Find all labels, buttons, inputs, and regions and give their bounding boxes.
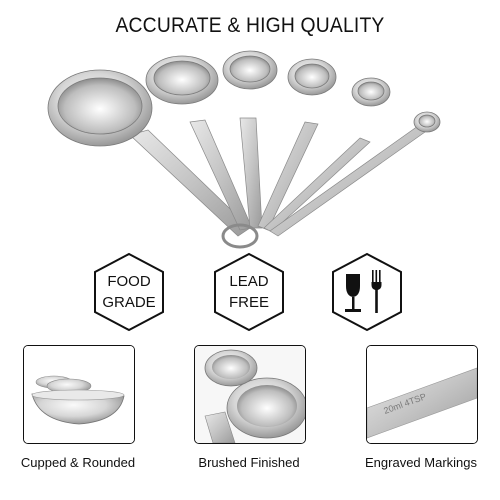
feature-photo-engraved: 20ml 4TSP	[366, 345, 478, 444]
spoon-handles	[129, 117, 426, 237]
badge-line: FREE	[228, 294, 269, 311]
badge-line: FOOD	[107, 273, 151, 290]
key-ring	[221, 223, 259, 249]
caption-engraved: Engraved Markings	[365, 455, 477, 470]
measuring-spoons-image	[47, 50, 441, 249]
badge-lead-free: LEAD FREE	[212, 252, 286, 332]
spoon-bowls	[47, 50, 441, 147]
badge-line: GRADE	[102, 294, 156, 311]
caption-cupped: Cupped & Rounded	[20, 455, 136, 470]
badge-line: LEAD	[229, 273, 269, 290]
wine-glass-fork-icon	[345, 270, 382, 313]
badge-food-safe	[330, 252, 404, 332]
page-title: ACCURATE & HIGH QUALITY	[115, 14, 385, 37]
feature-photo-brushed	[194, 345, 306, 444]
caption-brushed: Brushed Finished	[198, 455, 300, 470]
feature-photo-cupped	[23, 345, 135, 444]
badge-food-grade: FOOD GRADE	[92, 252, 166, 332]
